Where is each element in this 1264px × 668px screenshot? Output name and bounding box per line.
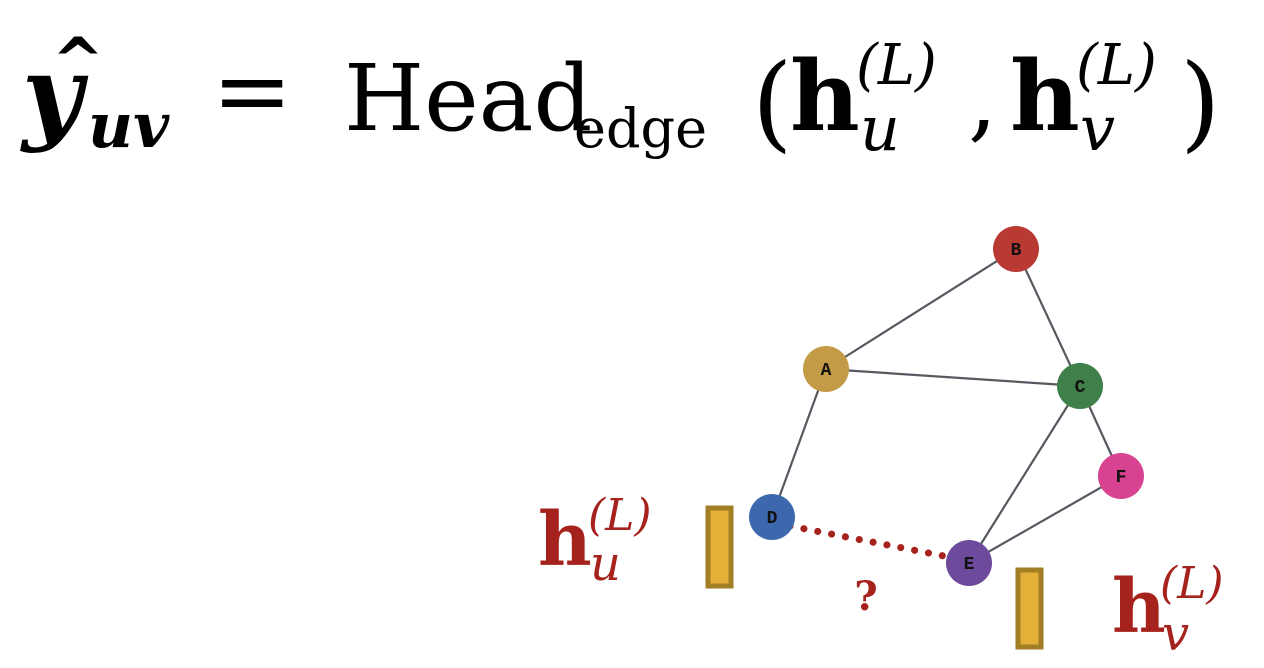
node-circle-B bbox=[993, 226, 1039, 272]
formula-lhs-subscript: uv bbox=[88, 89, 170, 162]
node-label-B: B bbox=[1011, 241, 1022, 261]
formula-arg1-base: h bbox=[790, 40, 860, 153]
formula-arg2-superscript: (L) bbox=[1076, 33, 1157, 98]
formula-arg1-superscript: (L) bbox=[856, 33, 937, 98]
edge-A-B bbox=[825, 248, 1017, 370]
node-label-D: D bbox=[767, 509, 778, 529]
embedding-v-base: h bbox=[1112, 564, 1166, 650]
formula-lhs-symbol: y bbox=[20, 32, 89, 155]
edge-F-E bbox=[968, 475, 1122, 564]
node-label-C: C bbox=[1075, 378, 1086, 398]
graph-edges bbox=[770, 248, 1123, 564]
embedding-bar-v bbox=[1015, 567, 1044, 650]
edge-A-D bbox=[770, 368, 828, 518]
formula-arg2-subscript: v bbox=[1080, 92, 1115, 165]
formula-arg1-subscript: u bbox=[860, 92, 900, 165]
formula-comma: , bbox=[968, 45, 997, 152]
edge-B-C bbox=[1015, 248, 1081, 387]
node-A: A bbox=[803, 346, 849, 392]
node-label-A: A bbox=[821, 361, 832, 381]
query-question-mark: ? bbox=[854, 573, 877, 620]
formula-hat: ^ bbox=[52, 24, 104, 97]
formula-func-name: Head bbox=[344, 45, 592, 152]
formula-arg2-base: h bbox=[1010, 40, 1080, 153]
graph: B A C F D E ? bbox=[749, 226, 1144, 620]
node-circle-D bbox=[749, 494, 795, 540]
embedding-v-superscript: (L) bbox=[1160, 558, 1224, 609]
node-C: C bbox=[1057, 363, 1103, 409]
node-circle-C bbox=[1057, 363, 1103, 409]
edge-C-E bbox=[968, 385, 1081, 564]
graph-nodes: B A C F D E bbox=[749, 226, 1144, 586]
node-F: F bbox=[1098, 453, 1144, 499]
query-edge-group bbox=[786, 522, 953, 561]
query-edge-D-E bbox=[786, 522, 953, 561]
formula-close-paren: ) bbox=[1180, 41, 1221, 163]
embedding-u-superscript: (L) bbox=[588, 490, 652, 541]
node-embeddings: h (L) u h (L) v bbox=[538, 490, 1224, 662]
edge-prediction-formula: ^ y uv = Head edge ( h (L) u , h (L) v ) bbox=[20, 24, 1221, 165]
embedding-bar-u bbox=[705, 505, 734, 589]
node-E: E bbox=[946, 540, 992, 586]
node-circle-F bbox=[1098, 453, 1144, 499]
formula-func-subscript: edge bbox=[574, 97, 707, 160]
node-circle-A bbox=[803, 346, 849, 392]
formula-equals: = bbox=[212, 35, 292, 147]
embedding-v-subscript: v bbox=[1162, 606, 1189, 662]
node-B: B bbox=[993, 226, 1039, 272]
node-D: D bbox=[749, 494, 795, 540]
formula-open-paren: ( bbox=[752, 41, 793, 163]
embedding-u-subscript: u bbox=[590, 536, 621, 592]
node-circle-E bbox=[946, 540, 992, 586]
embedding-u-base: h bbox=[538, 497, 592, 583]
edge-A-C bbox=[825, 367, 1081, 388]
node-label-F: F bbox=[1116, 468, 1127, 488]
node-label-E: E bbox=[964, 555, 975, 575]
